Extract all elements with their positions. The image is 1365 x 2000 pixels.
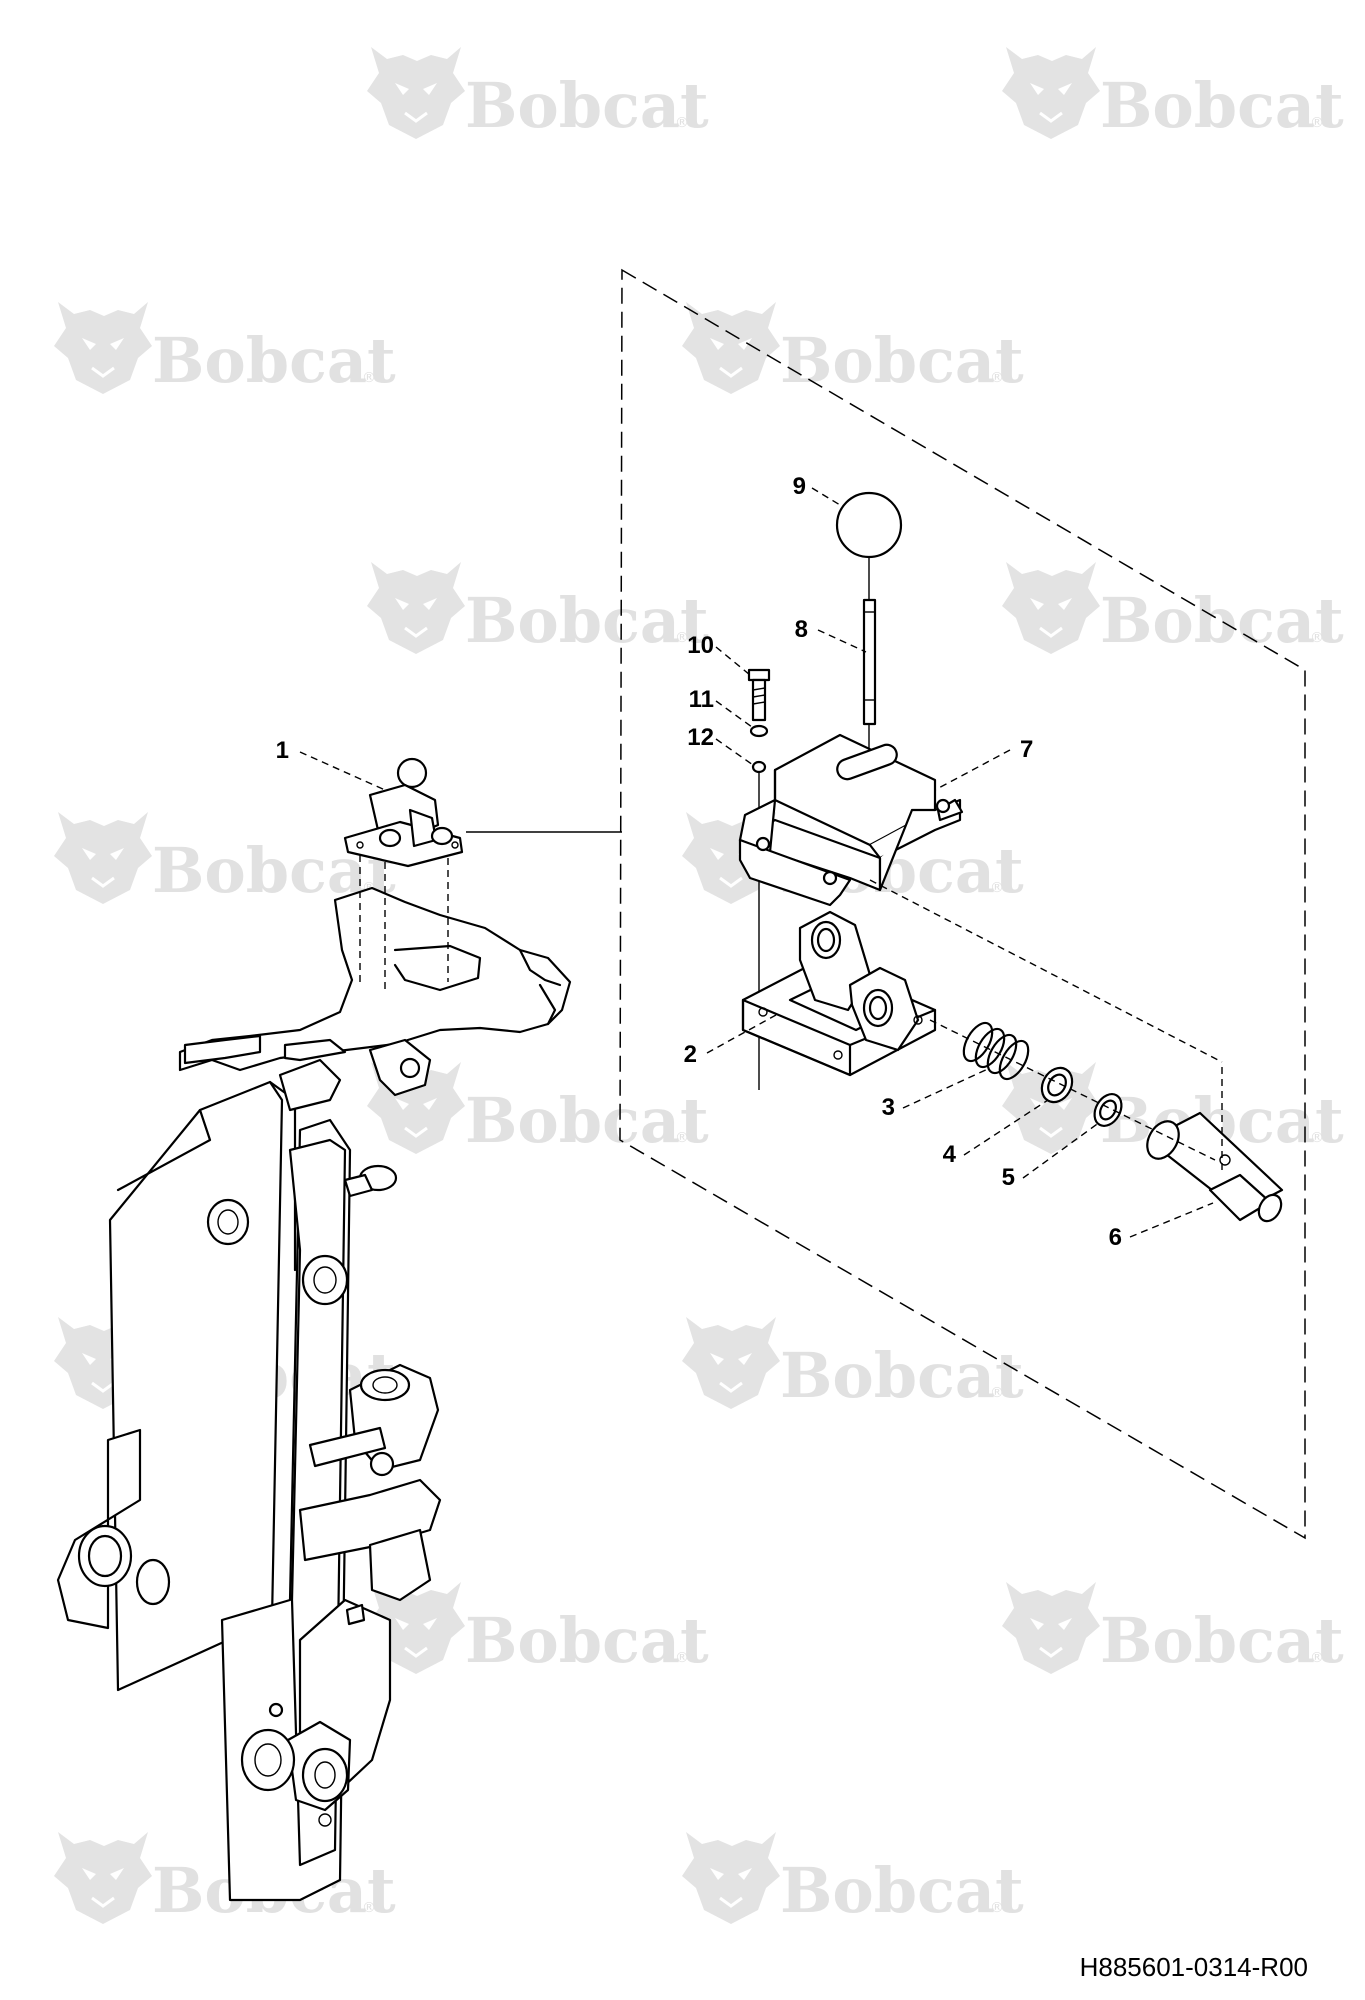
callout-12: 12 [687,724,714,751]
washer-part-4 [1040,1066,1074,1104]
watermark-logo: Bobcat® [1000,45,1344,142]
watermark-registered-mark: ® [990,370,1004,386]
watermark-logo: Bobcat® [365,1580,709,1677]
valve-base-part [741,910,937,1077]
document-number: H885601-0314-R00 [1080,1952,1308,1982]
watermark-registered-mark: ® [675,1650,689,1666]
callout-11: 11 [689,686,714,713]
watermark-brand-text: Bobcat [465,69,709,142]
watermark-registered-mark: ® [675,115,689,131]
watermark-brand-text: Bobcat [1100,584,1344,657]
watermark-logo: Bobcat® [52,300,396,397]
watermark-brand-text: Bobcat [780,324,1024,397]
watermark-logo: Bobcat® [365,45,709,142]
lockout-valve-assembled [343,757,464,868]
watermark-brand-text: Bobcat [465,1084,709,1157]
callout-8: 8 [795,616,808,643]
watermark-brand-text: Bobcat [780,1854,1024,1927]
watermark-logo: Bobcat® [365,1060,709,1157]
watermark-registered-mark: ® [362,370,376,386]
knob-part [835,491,903,559]
callout-1: 1 [276,737,289,764]
callout-6: 6 [1109,1224,1122,1251]
callout-5: 5 [1002,1164,1015,1191]
watermark-logo: Bobcat® [1000,1580,1344,1677]
callout-2: 2 [684,1041,697,1068]
watermark-registered-mark: ® [1310,1650,1324,1666]
bolt-part [747,668,771,722]
watermark-brand-text: Bobcat [465,1604,709,1677]
watermark-brand-text: Bobcat [1100,69,1344,142]
watermark-registered-mark: ® [990,1900,1004,1916]
watermark-brand-text: Bobcat [152,324,396,397]
lever-rod-part [862,598,877,760]
swing-frame-assembly [56,886,572,1902]
watermark-logo: Bobcat® [365,560,709,657]
watermark-logo: Bobcat® [680,1315,1024,1412]
callout-3: 3 [882,1094,895,1121]
watermark-registered-mark: ® [990,880,1004,896]
watermark-brand-text: Bobcat [780,1339,1024,1412]
callout-7: 7 [1020,736,1033,763]
watermark-registered-mark: ® [675,1130,689,1146]
callout-9: 9 [793,473,806,500]
callout-4: 4 [943,1141,957,1168]
callout-group: 1 2 3 4 5 6 7 8 9 10 11 12 [276,473,1214,1251]
watermark-registered-mark: ® [1310,630,1324,646]
detail-view-frame [619,268,1306,1540]
watermark-registered-mark: ® [1310,115,1324,131]
watermark-registered-mark: ® [1310,1130,1324,1146]
callout-10: 10 [687,632,714,659]
watermark-registered-mark: ® [990,1385,1004,1401]
nut-part [751,760,767,774]
lock-washer-part [749,724,769,738]
watermark-registered-mark: ® [362,1900,376,1916]
watermark-registered-mark: ® [675,630,689,646]
watermark-logo: Bobcat® [52,810,396,907]
watermark-logo: Bobcat® [680,300,1024,397]
watermark-logo: Bobcat® [680,1830,1024,1927]
watermark-brand-text: Bobcat [1100,1604,1344,1677]
watermark-logo: Bobcat® [52,1830,396,1927]
spool-pin-part [1146,1111,1284,1223]
watermark-brand-text: Bobcat [465,584,709,657]
mounting-bracket-part [738,733,964,907]
watermark-logo: Bobcat® [1000,560,1344,657]
